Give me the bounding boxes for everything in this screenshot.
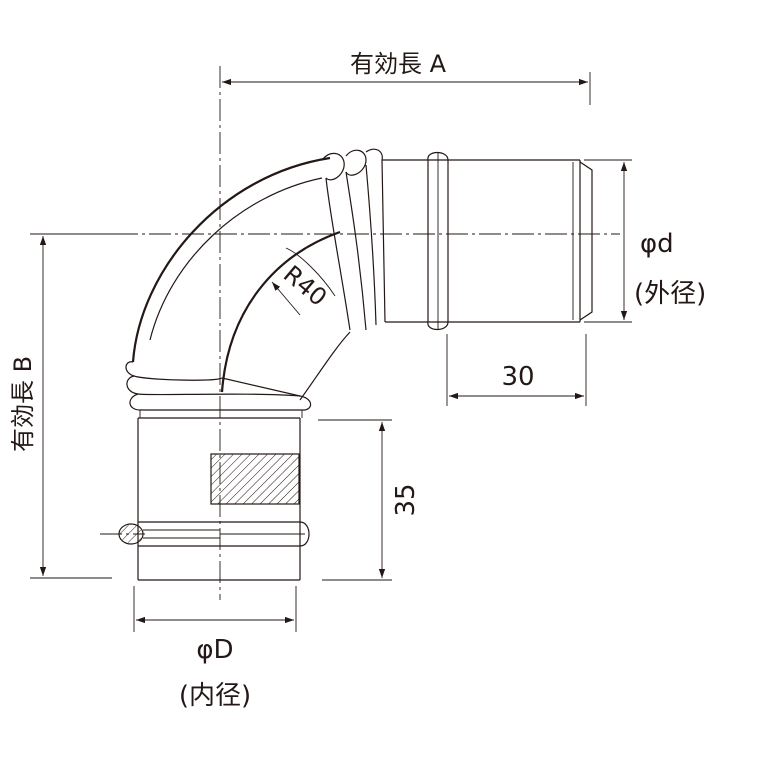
elbow-bend	[131, 156, 351, 401]
dimension-35	[318, 419, 392, 581]
dimension-length-b	[30, 233, 120, 579]
center-lines	[50, 66, 620, 600]
label-radius: R40	[278, 260, 332, 312]
radius-leader	[271, 247, 336, 316]
corrugation-top	[321, 148, 386, 331]
label-inner-diameter: φD	[196, 635, 233, 665]
section-hatch	[210, 453, 300, 505]
label-35: 35	[391, 483, 421, 516]
label-inner-note: (内径)	[179, 681, 251, 711]
dimension-length-a	[222, 72, 591, 105]
horizontal-leg	[382, 151, 593, 331]
dimension-30	[446, 334, 587, 406]
corrugation-left	[125, 361, 312, 411]
label-outer-note: (外径)	[634, 279, 706, 309]
label-30: 30	[501, 362, 534, 392]
dimension-outer-diameter	[584, 159, 632, 323]
label-outer-diameter: φd	[640, 229, 674, 259]
dimension-inner-diameter	[133, 586, 297, 632]
label-length-b: 有効長 B	[9, 356, 37, 452]
label-length-a: 有効長 A	[350, 50, 447, 78]
vertical-leg	[100, 410, 310, 581]
